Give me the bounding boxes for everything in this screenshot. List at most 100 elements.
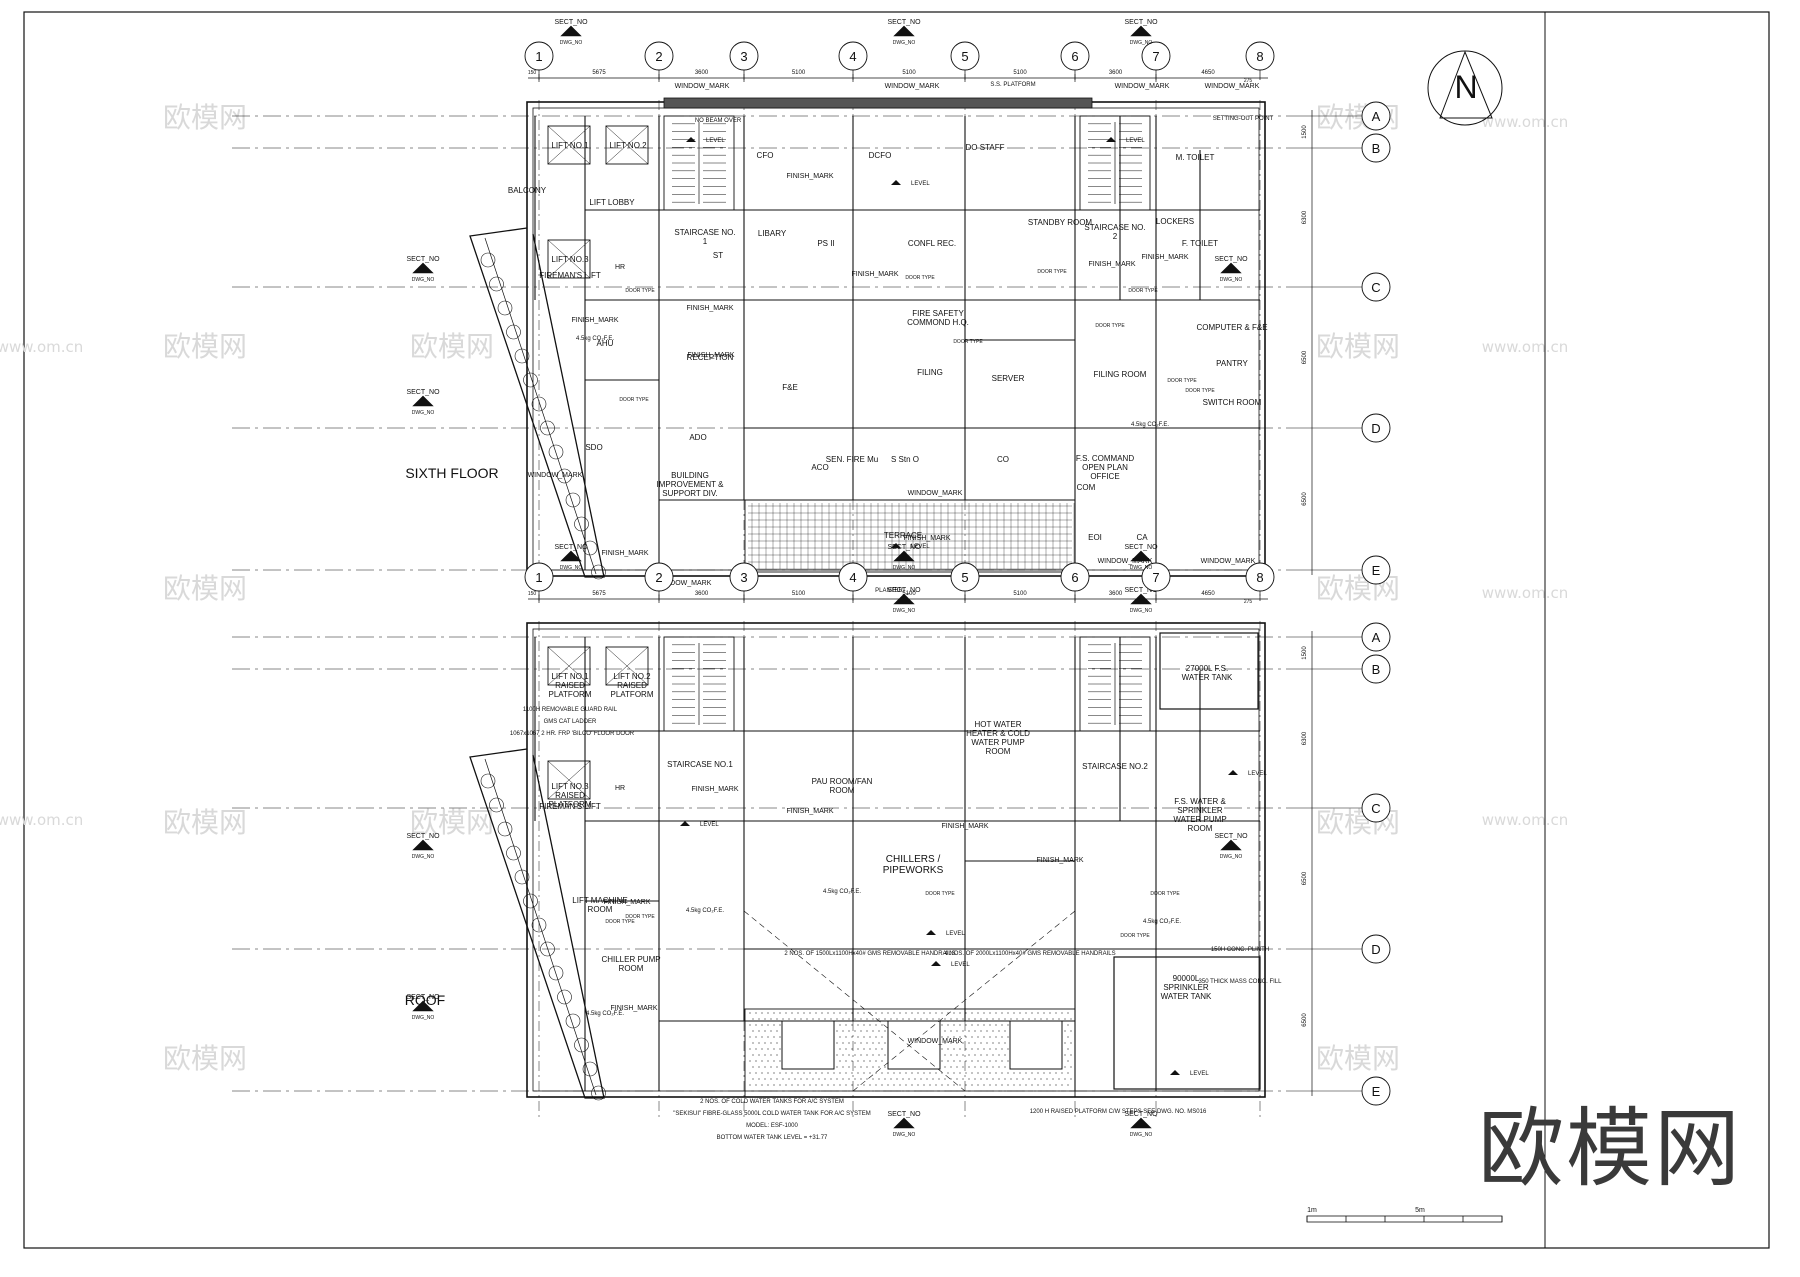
plant-area-stipple [744,1008,1076,1098]
level-mark: LEVEL [946,931,965,937]
stipple-dot [788,1090,790,1092]
stipple-dot [983,1084,985,1086]
stipple-dot [1067,1036,1069,1038]
stipple-dot [1040,1018,1042,1020]
level-marker-icon: LEVEL [1228,770,1267,777]
conc-plinth [1009,1020,1063,1070]
grid-column-label: 8 [1256,570,1263,585]
stipple-dot [785,1012,787,1014]
grid-column-8: 8 [1245,41,1275,600]
grid-column-label: 3 [740,570,747,585]
door-type-mark: DOOR TYPE [605,919,635,925]
stipple-dot [767,1012,769,1014]
label-line: HOT WATER [975,720,1022,729]
grid-column-label: 1 [535,570,542,585]
level-marker-icon: LEVEL [891,543,930,550]
stipple-dot [1016,1018,1018,1020]
stipple-dot [872,1042,874,1044]
staircase-icon [1079,115,1151,211]
stipple-dot [1010,1078,1012,1080]
stipple-dot [884,1030,886,1032]
level-triangle [1106,137,1116,142]
stipple-dot [998,1090,1000,1092]
stipple-dot [836,1030,838,1032]
watermark-url: www.om.cn [0,811,83,829]
stipple-dot [851,1024,853,1026]
stipple-dot [965,1048,967,1050]
stipple-dot [953,1036,955,1038]
stipple-dot [818,1018,820,1020]
label-line: ROOM [830,786,855,795]
stipple-dot [764,1054,766,1056]
room-label: EOI [1088,533,1102,542]
level-mark: LEVEL [1126,138,1145,144]
lift-shaft-icon [547,239,591,279]
dimension-value: 1500 [1302,125,1308,139]
section-dwg: DWG_NO [1220,854,1243,860]
stipple-dot [962,1042,964,1044]
stipple-dot [947,1072,949,1074]
stipple-dot [821,1084,823,1086]
stipple-dot [749,1024,751,1026]
room-label: CFO [757,151,774,160]
stipple-dot [983,1012,985,1014]
stipple-dot [830,1018,832,1020]
watermark-logo: 欧模网 [163,572,247,605]
label-line: ROOM [986,747,1011,756]
stipple-dot [875,1084,877,1086]
level-mark: LEVEL [911,544,930,550]
stipple-dot [866,1078,868,1080]
stipple-dot [995,1084,997,1086]
stipple-dot [947,1012,949,1014]
door-type-mark: DOOR TYPE [1185,388,1215,394]
stipple-dot [848,1030,850,1032]
stipple-dot [920,1078,922,1080]
stipple-dot [866,1054,868,1056]
stipple-dot [1058,1018,1060,1020]
stipple-dot [851,1048,853,1050]
stipple-dot [965,1024,967,1026]
stipple-dot [758,1018,760,1020]
stipple-dot [773,1012,775,1014]
stipple-dot [866,1042,868,1044]
level-mark: LEVEL [951,962,970,968]
stipple-dot [773,1024,775,1026]
grid-row-B: B [232,133,1391,163]
stipple-dot [1061,1072,1063,1074]
stipple-dot [941,1024,943,1026]
stipple-dot [965,1036,967,1038]
stipple-dot [953,1048,955,1050]
north-arrow-pointer [1439,50,1493,119]
label-line: STAIRCASE NO. [1084,223,1145,232]
stipple-dot [971,1036,973,1038]
stipple-dot [929,1072,931,1074]
stipple-dot [833,1072,835,1074]
shrub-icon [523,372,538,388]
room-label: STAIRCASE NO.1 [667,760,733,769]
stipple-dot [776,1090,778,1092]
stipple-dot [794,1078,796,1080]
section-dwg: DWG_NO [893,40,916,46]
stipple-dot [1052,1078,1054,1080]
section-mark: SECT_NO [1124,19,1158,26]
stipple-dot [911,1084,913,1086]
label-line: DO STAFF [966,143,1005,152]
label-line: STAIRCASE NO.1 [667,760,733,769]
stipple-dot [1064,1042,1066,1044]
stipple-dot [983,1048,985,1050]
stipple-dot [956,1042,958,1044]
stipple-dot [779,1024,781,1026]
grid-column-label: 6 [1071,570,1078,585]
stipple-dot [923,1012,925,1014]
room-label: STANDBY ROOM [1028,218,1092,227]
section-dwg: DWG_NO [893,1132,916,1138]
stipple-dot [872,1030,874,1032]
stipple-dot [863,1060,865,1062]
stipple-dot [929,1012,931,1014]
watermark-logo: 欧模网 [1316,330,1400,363]
label-line: 27000L F.S. [1186,664,1228,673]
